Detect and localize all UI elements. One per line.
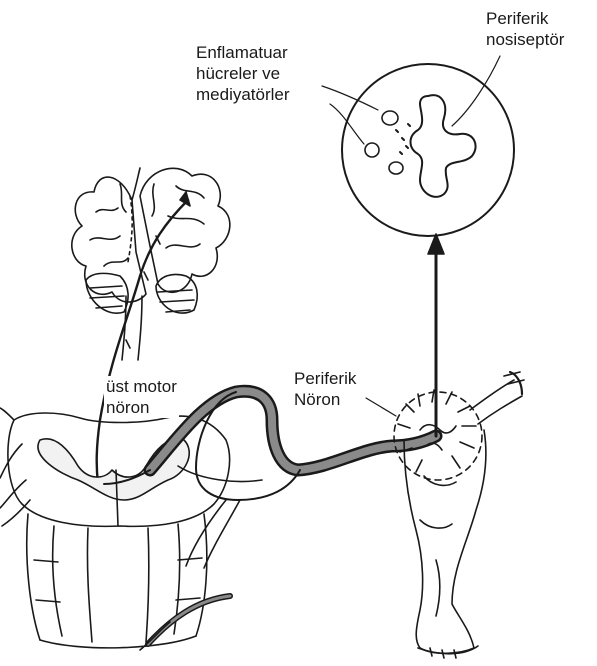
spinal-column (27, 514, 207, 648)
nociceptor-zoom-circle (342, 64, 514, 236)
label-line: Periferik (486, 8, 564, 29)
label-line: nöron (106, 397, 177, 418)
label-inflammatory-cells: Enflamatuar hücreler ve mediyatörler (196, 42, 290, 105)
label-line: nosiseptör (486, 29, 564, 50)
lower-nerve (140, 596, 230, 650)
leader-lines (322, 56, 500, 416)
label-line: hücreler ve (196, 63, 290, 84)
label-line: Nöron (294, 389, 356, 410)
leg (404, 430, 486, 658)
label-upper-motor-neuron: üst motor nöron (104, 376, 179, 418)
arrow-to-nociceptor (428, 234, 444, 436)
label-line: Periferik (294, 368, 356, 389)
label-line: üst motor (106, 376, 177, 397)
label-line: mediyatörler (196, 84, 290, 105)
nerve-roots-left (0, 408, 30, 526)
label-line: Enflamatuar (196, 42, 290, 63)
brain (72, 168, 230, 302)
label-peripheral-nociceptor: Periferik nosiseptör (486, 8, 564, 50)
label-peripheral-neuron: Periferik Nöron (294, 368, 356, 410)
